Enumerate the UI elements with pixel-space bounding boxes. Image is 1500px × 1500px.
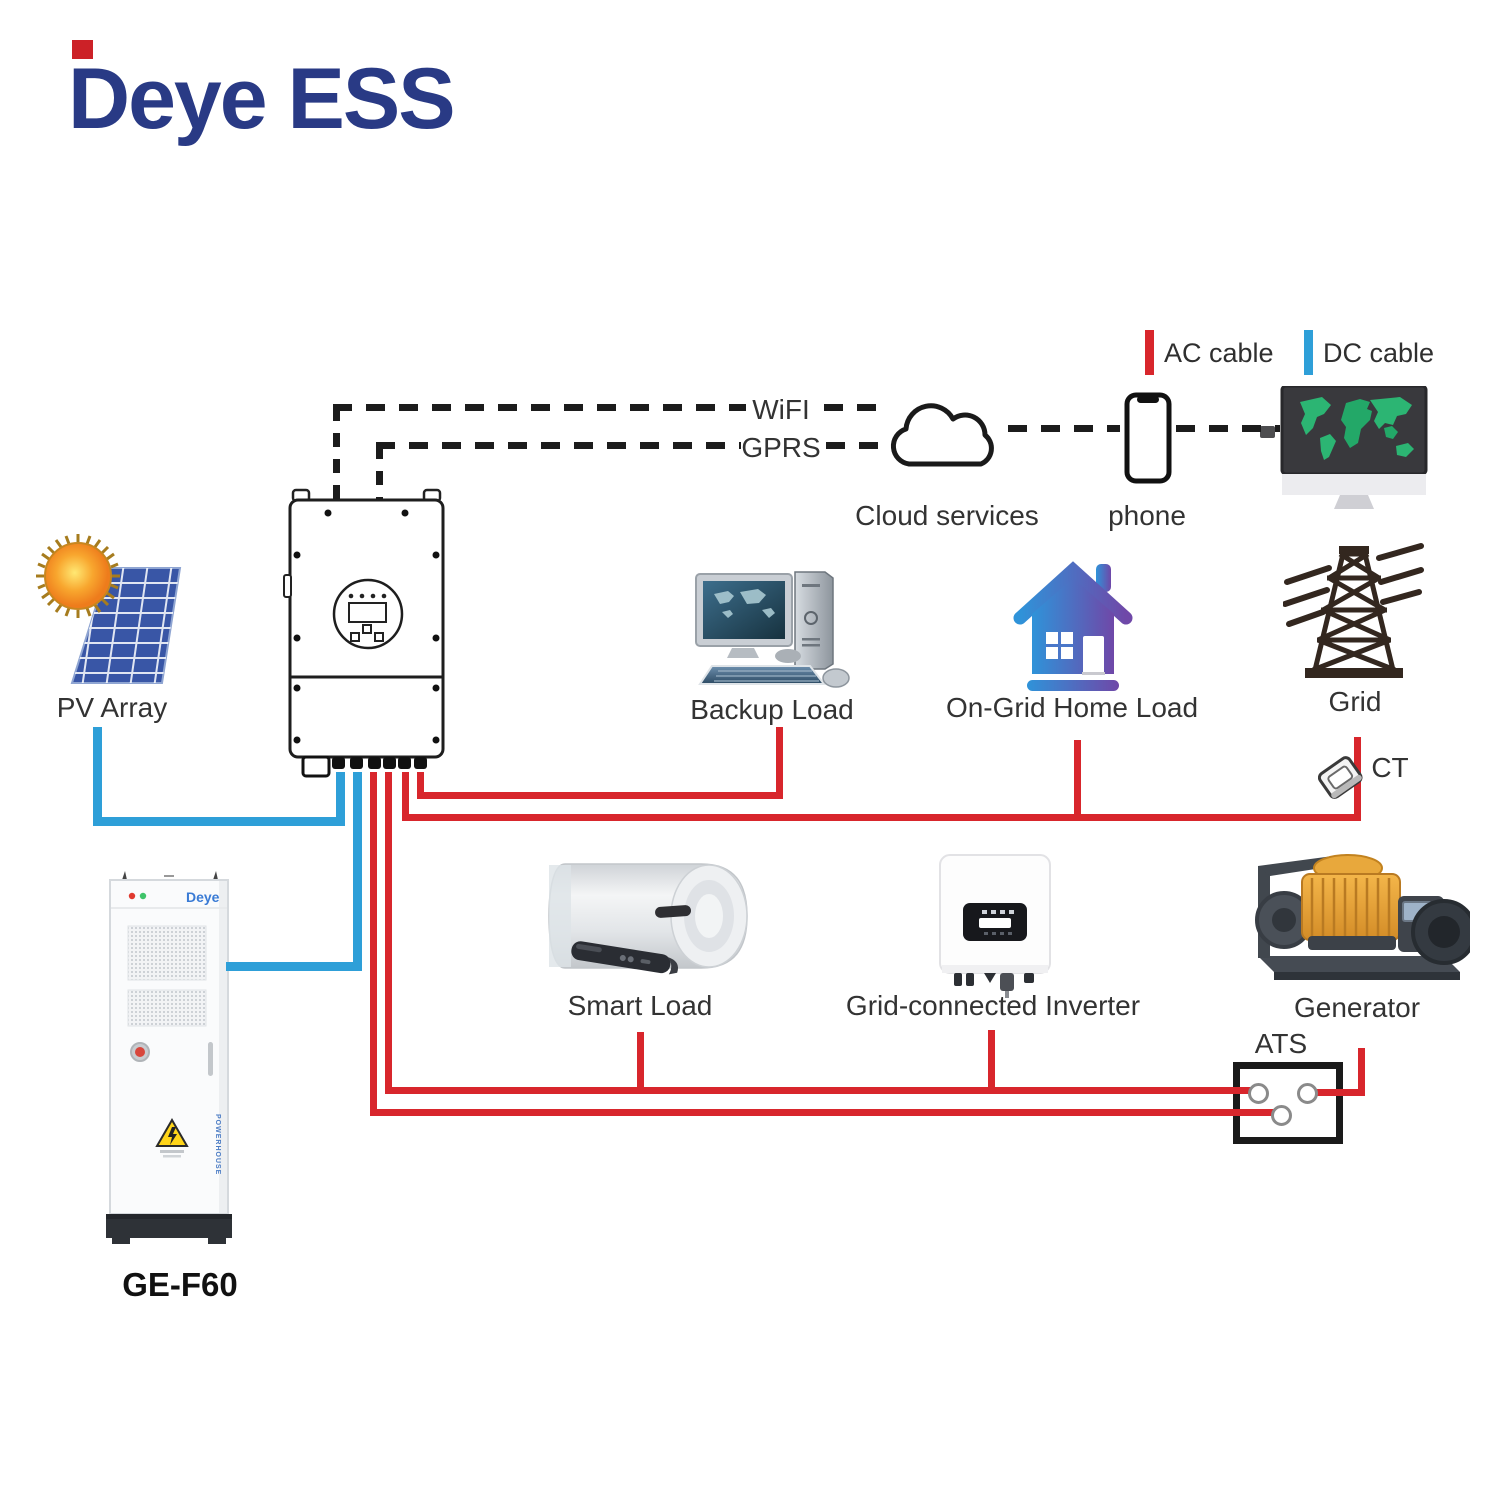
ac-cable-1-to-ats-center: [370, 1109, 1281, 1116]
ac-cable-3-horizontal: [402, 814, 1361, 821]
dc-cable-pv-horizontal: [93, 817, 345, 826]
legend-ac-swatch: [1145, 330, 1154, 375]
ac-cable-generator-to-ats: [1302, 1089, 1365, 1096]
smart-load-label: Smart Load: [567, 990, 713, 1021]
gprs-antenna-dash: [376, 445, 383, 500]
logo-red-square-icon: [72, 40, 93, 59]
battery-model-label: GE-F60: [122, 1266, 238, 1303]
generator-icon: [1255, 854, 1470, 980]
monitor-icon: [1260, 386, 1428, 509]
gprs-label: GPRS: [741, 432, 821, 463]
ats-label: ATS: [1254, 1028, 1308, 1059]
phone-to-monitor-dash: [1176, 425, 1280, 432]
grid-inverter-label: Grid-connected Inverter: [845, 990, 1141, 1021]
ac-cable-grid-inverter-drop: [988, 1030, 995, 1094]
home-load-label: On-Grid Home Load: [945, 692, 1199, 723]
dc-cable-battery-horizontal: [226, 962, 362, 971]
ac-cable-generator-drop: [1358, 1048, 1365, 1096]
ac-cable-4-down: [417, 772, 424, 799]
cloud-label: Cloud services: [855, 500, 1039, 531]
cabinet-brand-text: Deye: [186, 889, 220, 905]
dc-cable-inverter-to-battery-down: [353, 772, 362, 971]
phone-icon: [1124, 392, 1172, 484]
cabinet-side-text: POWERHOUSE: [214, 1114, 221, 1175]
generator-label: Generator: [1293, 992, 1421, 1023]
ac-cable-2-down: [385, 772, 392, 1094]
ac-cable-smart-load-drop: [637, 1032, 644, 1094]
home-load-icon: [1013, 561, 1133, 691]
ct-label: CT: [1371, 752, 1409, 783]
ac-cable-home-load-drop: [1074, 740, 1081, 821]
backup-load-label: Backup Load: [690, 694, 854, 725]
legend-dc-swatch: [1304, 330, 1313, 375]
grid-tower-icon: [1283, 543, 1424, 678]
led-green: [139, 892, 147, 900]
battery-cabinet-icon: Deye POWERHOUSE: [106, 871, 232, 1244]
ats-terminal-right: [1297, 1083, 1318, 1104]
ac-cable-1-down: [370, 772, 377, 1116]
legend-ac-label: AC cable: [1164, 338, 1274, 368]
ats-terminal-left: [1248, 1083, 1269, 1104]
ats-box: [1233, 1062, 1343, 1144]
gprs-dash-line-2: [826, 442, 886, 449]
ac-cable-3-down: [402, 772, 409, 821]
wifi-dash-line-2: [824, 404, 884, 411]
wifi-dash-line: [333, 404, 746, 411]
legend-dc-label: DC cable: [1323, 338, 1435, 368]
ac-cable-2-to-ats-left: [385, 1087, 1260, 1094]
grid-label: Grid: [1328, 686, 1382, 717]
grid-inverter-icon: [939, 854, 1051, 998]
pv-array-label: PV Array: [56, 692, 168, 723]
logo-brand-text: Deye: [68, 51, 268, 147]
wifi-antenna-dash: [333, 407, 340, 500]
led-red: [128, 892, 136, 900]
pv-array-icon: [36, 534, 182, 684]
ct-sensor-icon: [1318, 756, 1363, 799]
ac-cable-backup-load-drop: [776, 727, 783, 799]
dc-cable-pv-to-inverter: [336, 772, 345, 826]
smart-load-icon: [548, 863, 748, 975]
hybrid-inverter-icon: [283, 488, 445, 778]
dc-cable-pv-down: [93, 727, 102, 826]
cloud-to-phone-dash: [1008, 425, 1120, 432]
logo-suffix-text: ESS: [287, 51, 456, 147]
cloud-icon: [890, 403, 994, 467]
ats-terminal-center: [1271, 1105, 1292, 1126]
ac-cable-4-horizontal: [417, 792, 783, 799]
phone-label: phone: [1108, 500, 1186, 531]
brand-logo: Deye ESS: [68, 40, 456, 142]
backup-load-icon: [695, 571, 850, 688]
gprs-dash-line: [376, 442, 741, 449]
wifi-label: WiFI: [752, 394, 810, 425]
